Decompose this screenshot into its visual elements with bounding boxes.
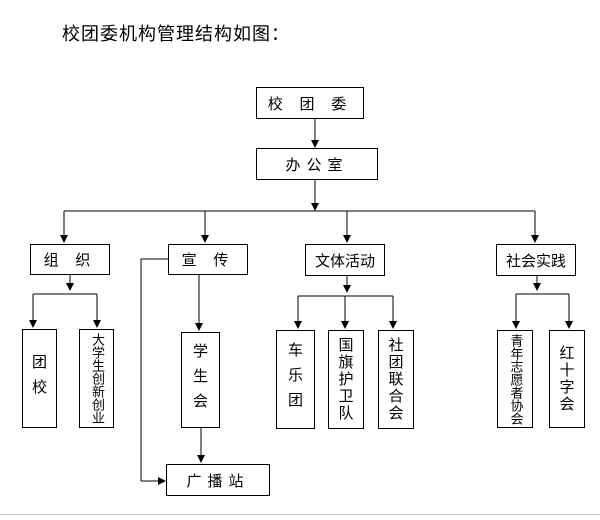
intro-text: 校团委机构管理结构如图： (62, 24, 290, 45)
node-label: 社团联合会 (386, 337, 405, 422)
node-label: 社会实践 (505, 251, 566, 270)
node-label: 团校 (30, 353, 48, 404)
node-label: 广播站 (186, 471, 250, 490)
node-label: 办公室 (285, 155, 349, 174)
node-office: 办公室 (256, 148, 378, 180)
node-label: 学生会 (191, 342, 209, 418)
node-student-union: 学生会 (181, 332, 220, 428)
node-broadcast-station: 广播站 (166, 464, 270, 496)
node-label: 国旗护卫队 (336, 337, 355, 422)
node-red-cross: 红十字会 (549, 330, 585, 428)
page-bottom-rule (0, 514, 600, 515)
node-flag-guard: 国旗护卫队 (328, 330, 364, 429)
node-label: 青年志愿者协会 (507, 333, 523, 425)
node-label: 红十字会 (557, 345, 576, 413)
node-league-school: 团校 (22, 329, 57, 428)
node-culture-sports: 文体活动 (305, 244, 385, 276)
node-label: 校 团 委 (267, 94, 353, 113)
node-school-league-committee: 校 团 委 (256, 87, 364, 119)
node-youth-volunteers: 青年志愿者协会 (497, 330, 533, 428)
node-label: 文体活动 (314, 251, 375, 270)
node-publicity: 宣 传 (168, 244, 248, 275)
node-club-union: 社团联合会 (378, 330, 414, 429)
node-label: 大学生创新创业 (89, 333, 104, 424)
node-label: 组 织 (43, 251, 97, 269)
node-entrepreneurship: 大学生创新创业 (79, 329, 114, 428)
node-organization: 组 织 (30, 244, 110, 275)
node-band: 车乐团 (276, 330, 315, 429)
node-label: 宣 传 (181, 251, 235, 269)
node-label: 车乐团 (286, 342, 304, 417)
node-social-practice: 社会实践 (496, 244, 576, 276)
